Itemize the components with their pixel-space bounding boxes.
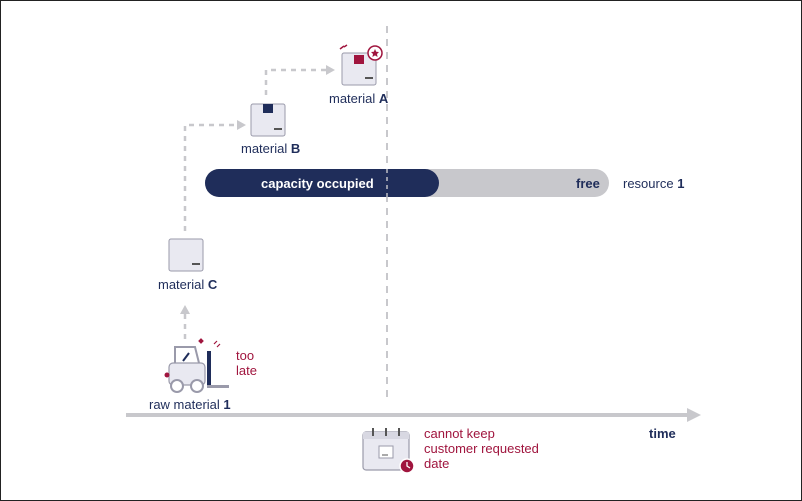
material-a-label: material A xyxy=(329,91,389,106)
box-icon xyxy=(168,238,204,272)
flow-arrow-b-to-a xyxy=(264,68,326,95)
too-late-warning: too late xyxy=(236,348,257,378)
capacity-bar xyxy=(205,169,609,197)
forklift-icon xyxy=(164,338,229,393)
capacity-occupied-segment xyxy=(205,169,439,197)
capacity-occupied-label: capacity occupied xyxy=(261,176,374,191)
box-icon xyxy=(250,103,286,137)
time-axis-arrowhead xyxy=(687,408,701,422)
raw-material-label: raw material 1 xyxy=(149,397,231,412)
calendar-clock-icon xyxy=(362,428,415,474)
flow-arrowhead-raw-to-c xyxy=(180,305,190,314)
flow-arrow-c-to-b xyxy=(183,123,237,231)
customer-date-warning: cannot keep customer requested date xyxy=(424,426,539,471)
flow-arrowhead-c-to-b xyxy=(237,120,246,130)
capacity-free-label: free xyxy=(576,176,600,191)
material-c-label: material C xyxy=(158,277,218,292)
resource-label: resource 1 xyxy=(623,176,685,191)
time-axis-label: time xyxy=(649,426,676,441)
box-star-icon xyxy=(339,44,383,86)
material-b-label: material B xyxy=(241,141,301,156)
flow-arrowhead-b-to-a xyxy=(326,65,335,75)
